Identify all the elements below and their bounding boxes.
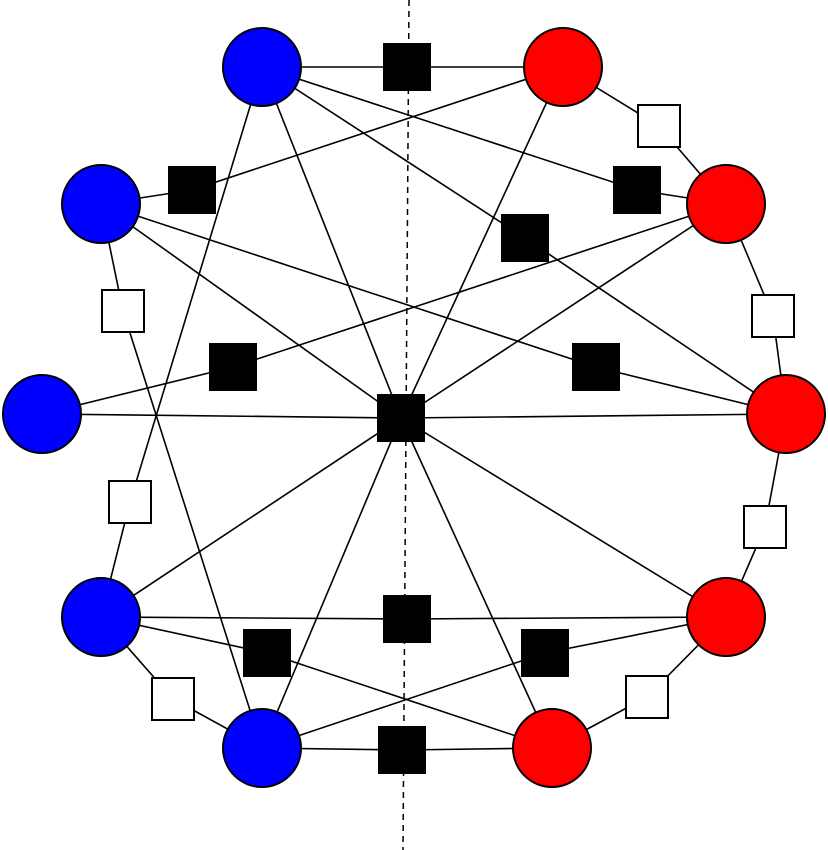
edge-f-b2-r1-r1 [191,66,564,191]
filled-factor-f-b1-r3 [501,214,549,262]
node-layer [2,27,826,788]
edge-f-center-b5 [261,417,402,749]
filled-factor-f-center [377,394,425,442]
red-node-r3 [746,374,826,454]
edge-f-b4-r4-b4 [100,616,408,620]
red-node-r5 [512,708,592,788]
filled-factor-f-b2-r3 [572,343,620,391]
hollow-factor-h-r1-r2 [637,104,681,148]
filled-factor-f-b1-r2 [613,166,661,214]
edge-f-center-b4 [100,417,402,618]
edge-h-b2-b5-b5 [122,310,263,749]
filled-factor-f-bottom [378,726,426,774]
filled-factor-f-top [383,43,431,91]
edge-f-b4-r4-r4 [406,616,727,620]
edge-f-b5-r4-b5 [261,652,546,749]
edge-f-center-r1 [400,66,564,419]
blue-node-b4 [61,577,141,657]
blue-node-b5 [222,708,302,788]
red-node-r2 [686,164,766,244]
hollow-factor-h-b2-b5 [101,289,145,333]
red-node-r1 [523,27,603,107]
edge-f-center-r5 [400,417,553,749]
filled-factor-f-b4-r5 [243,629,291,677]
blue-node-b3 [2,374,82,454]
blue-node-b2 [61,164,141,244]
edge-f-b1-r3-b1 [261,66,526,239]
factor-layer [101,43,795,774]
edge-f-center-b2 [100,203,402,419]
hollow-factor-h-b1-b4 [108,480,152,524]
symmetry-axis-line [402,0,410,850]
edge-f-center-r2 [400,203,727,419]
filled-factor-f-b4-r4 [383,595,431,643]
hollow-factor-h-r2-r3 [751,294,795,338]
edge-f-b4-r5-r5 [266,652,553,749]
edge-f-center-r4 [400,417,727,618]
edge-h-b1-b4-b1 [129,66,263,503]
edge-f-center-b1 [261,66,402,419]
symmetry-axis-layer [402,0,410,850]
hollow-factor-h-r4-r5 [625,675,669,719]
edge-f-center-b3 [41,413,402,419]
blue-node-b1 [222,27,302,107]
filled-factor-f-b3-r2 [209,343,257,391]
edge-f-center-r3 [400,413,787,419]
filled-factor-f-b5-r4 [521,629,569,677]
edge-layer [41,66,787,751]
filled-factor-f-b2-r1 [168,166,216,214]
hollow-factor-h-r3-r4 [743,505,787,549]
edge-f-b1-r3-r3 [524,237,787,415]
edge-f-b1-r2-b1 [261,66,638,191]
edge-f-b3-r2-r2 [232,203,727,368]
hollow-factor-h-b4-b5 [151,677,195,721]
red-node-r4 [686,577,766,657]
